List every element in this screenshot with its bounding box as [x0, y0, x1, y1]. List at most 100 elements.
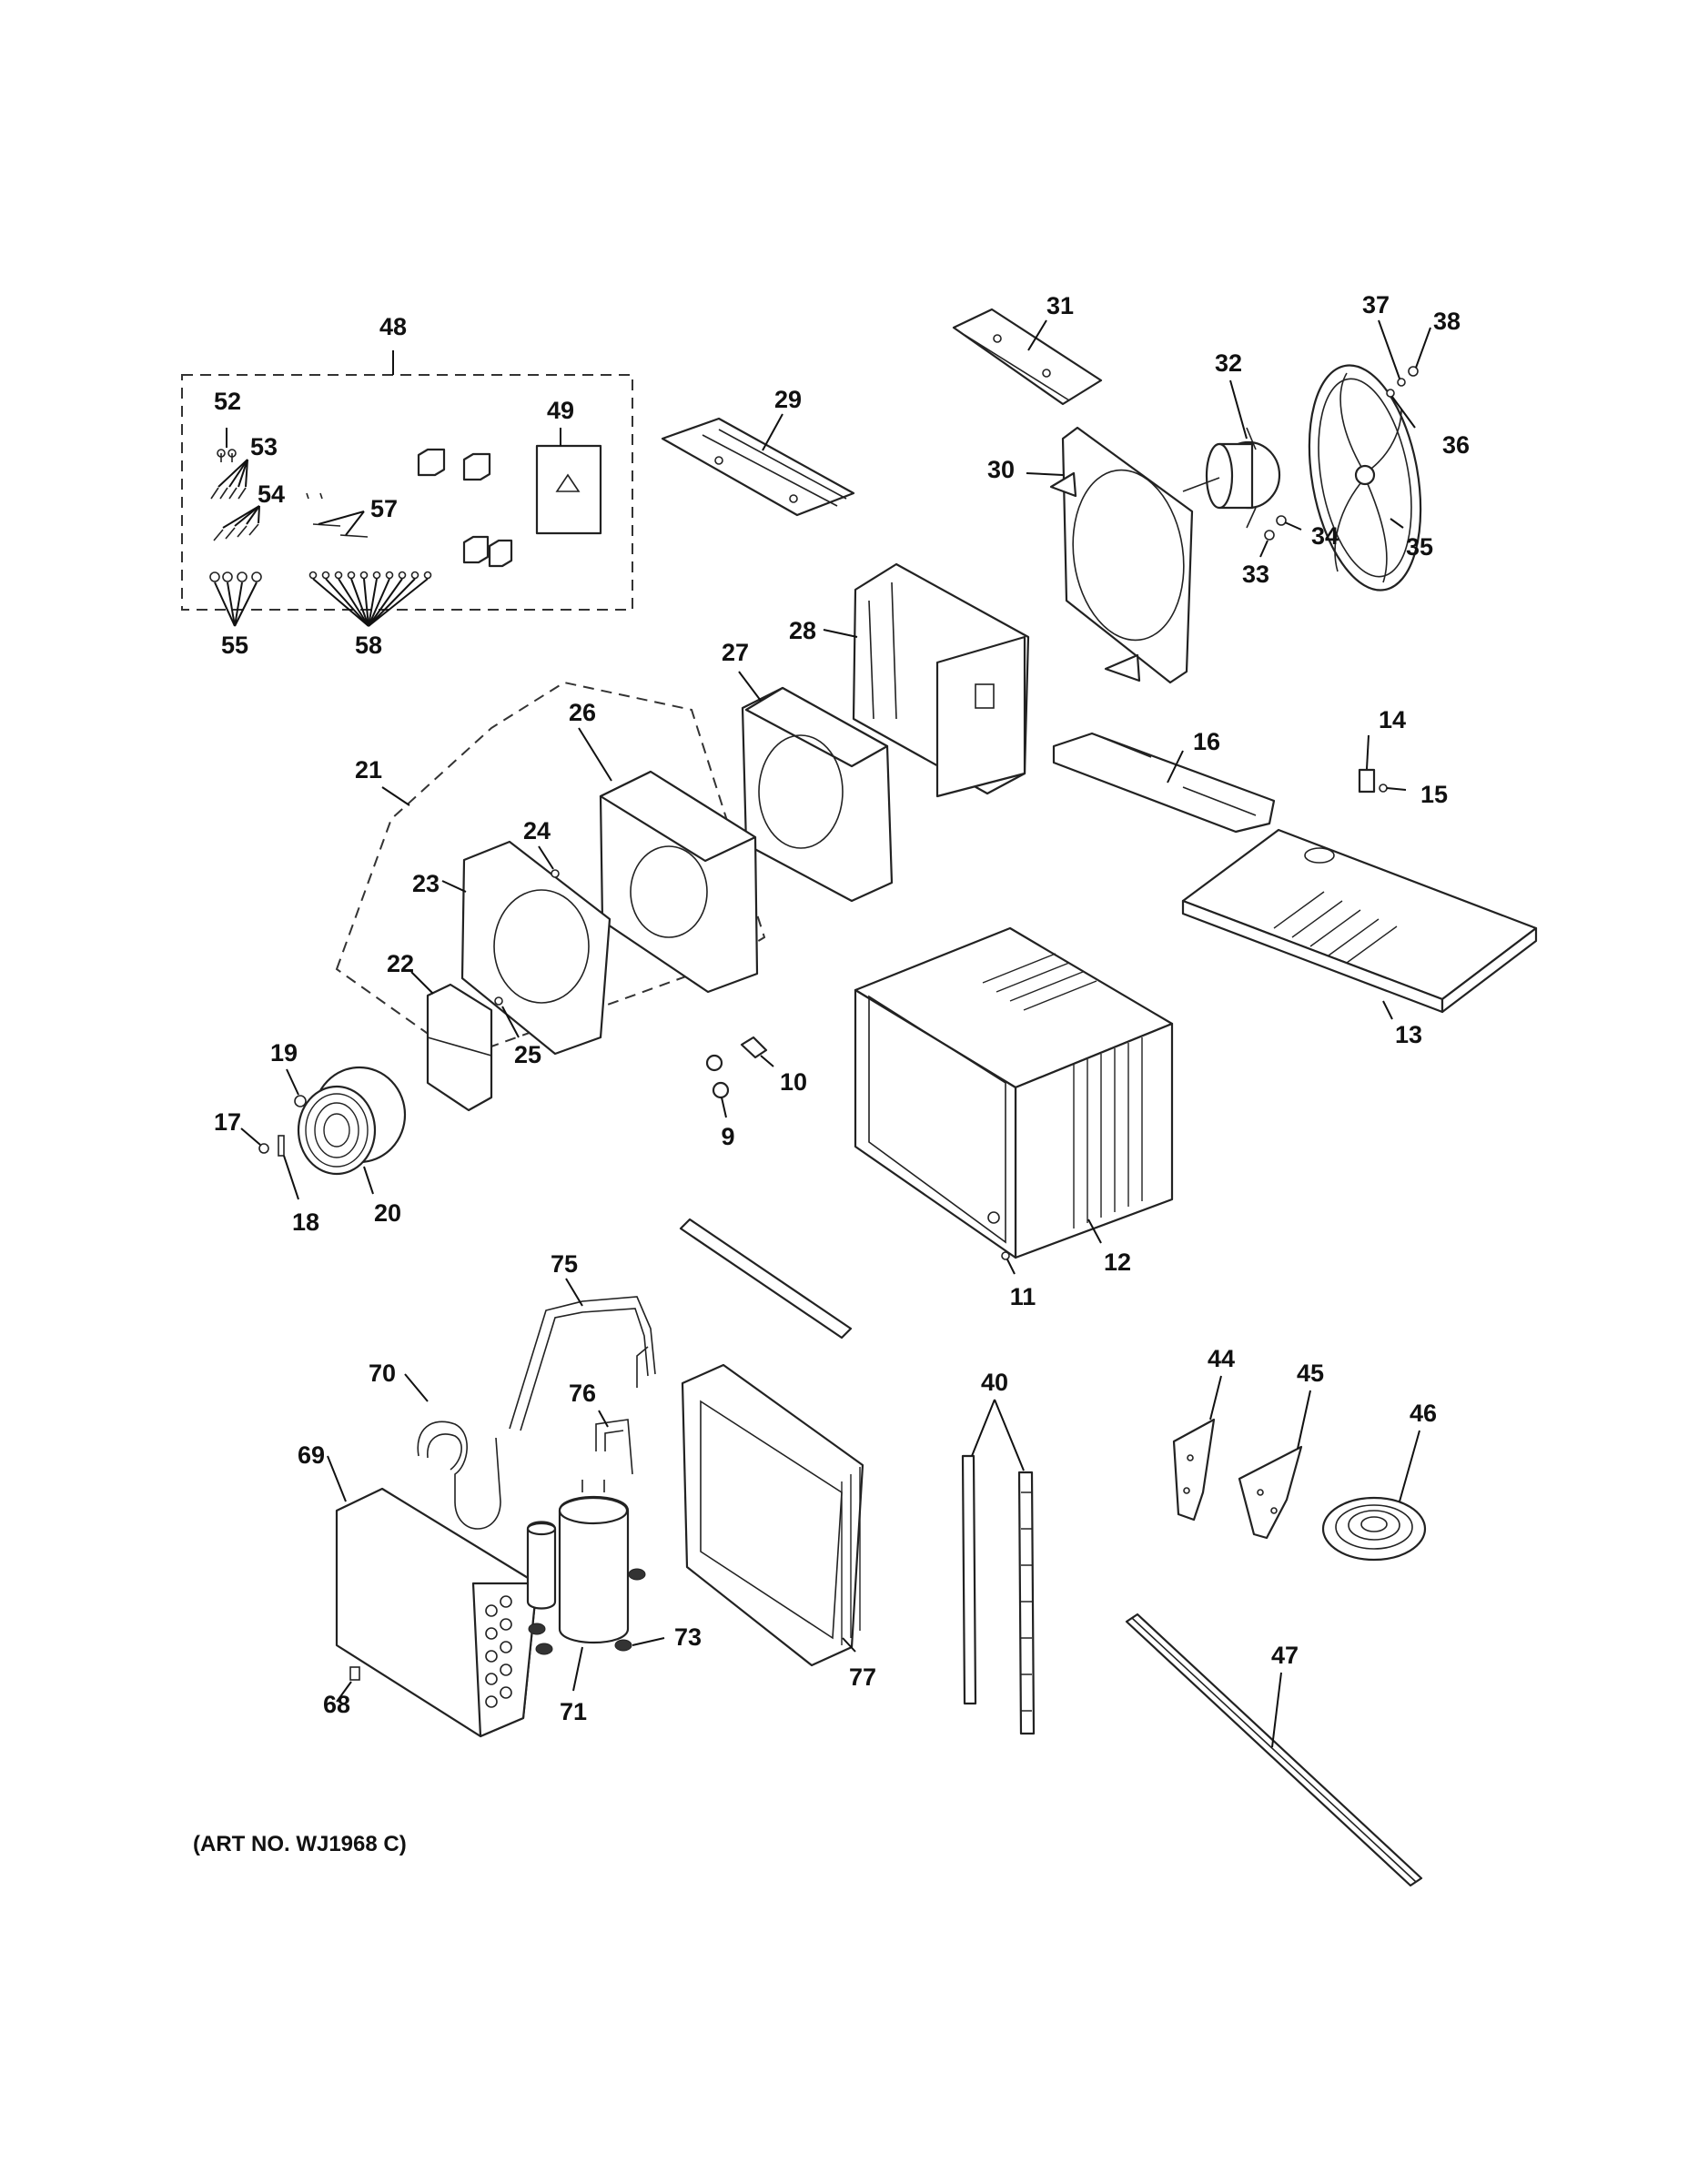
callout-18: 18 [292, 1208, 319, 1236]
callout-25: 25 [514, 1041, 541, 1068]
part-18-clamp[interactable] [278, 1135, 299, 1200]
callout-28: 28 [789, 617, 816, 644]
assembly-21-dashed-outline [335, 681, 766, 1047]
callout-9: 9 [721, 1123, 734, 1150]
callout-20: 20 [374, 1199, 401, 1227]
part-16-drain-channel[interactable] [1052, 732, 1276, 834]
callout-40: 40 [981, 1369, 1008, 1396]
callout-27: 27 [722, 639, 749, 666]
part-31-shroud-cover[interactable] [952, 308, 1103, 406]
callout-16: 16 [1193, 728, 1220, 755]
screws-53 [210, 459, 248, 500]
callout-37: 37 [1362, 291, 1390, 318]
part-19-nut[interactable] [286, 1068, 307, 1107]
screws-58 [308, 571, 432, 627]
part-12-cabinet[interactable] [854, 926, 1174, 1259]
part-35-condenser-fan-blade[interactable] [1293, 357, 1437, 599]
part-9-knob[interactable] [705, 1054, 730, 1118]
part-20-blower-wheel[interactable] [297, 1066, 407, 1195]
part-28-control-panel[interactable] [823, 562, 1030, 798]
part-15-screw[interactable] [1379, 784, 1407, 793]
part-49-manual[interactable] [535, 428, 602, 535]
part-36-clip[interactable] [1386, 389, 1416, 429]
evap-tubes [841, 1467, 861, 1645]
callout-23: 23 [412, 870, 440, 897]
callout-45: 45 [1297, 1360, 1324, 1387]
callout-10: 10 [780, 1068, 807, 1096]
callout-36: 36 [1442, 431, 1470, 459]
kit-48-dashed-box [181, 374, 633, 611]
callout-49: 49 [547, 397, 574, 424]
part-68-clip[interactable] [336, 1666, 360, 1703]
part-40-side-seals[interactable] [961, 1399, 1036, 1735]
part-48-hardware-kit[interactable] [181, 350, 633, 627]
part-29-top-panel[interactable] [661, 413, 855, 517]
callout-13: 13 [1395, 1021, 1422, 1048]
part-69-condenser-coil[interactable] [327, 1455, 539, 1738]
callout-68: 68 [323, 1691, 350, 1718]
callout-77: 77 [849, 1663, 876, 1691]
part-17-nut[interactable] [240, 1127, 269, 1154]
coil-tubes [485, 1595, 512, 1708]
part-13-base-pan[interactable] [1181, 828, 1538, 1020]
callout-46: 46 [1410, 1400, 1437, 1427]
part-24-screw[interactable] [538, 845, 560, 878]
callout-34: 34 [1311, 522, 1339, 550]
callout-58: 58 [355, 632, 382, 659]
part-11-screw[interactable] [1001, 1251, 1016, 1275]
part-70-suction-tube[interactable] [404, 1373, 501, 1530]
callout-69: 69 [298, 1441, 325, 1469]
callout-48: 48 [379, 313, 407, 340]
part-27-blower-housing[interactable] [738, 671, 894, 903]
screws-55 [209, 571, 262, 627]
callout-29: 29 [774, 386, 802, 413]
part-77-evaporator-coil[interactable] [679, 1218, 864, 1667]
callout-labels: 48 49 52 53 54 55 57 58 29 31 30 32 33 3… [214, 291, 1470, 1725]
screws-52 [217, 428, 237, 462]
part-47-seal-strip[interactable] [1125, 1613, 1423, 1887]
callout-70: 70 [369, 1360, 396, 1387]
part-10-label[interactable] [740, 1036, 774, 1067]
callout-12: 12 [1104, 1249, 1131, 1276]
callout-47: 47 [1271, 1642, 1299, 1669]
callout-33: 33 [1242, 561, 1269, 588]
part-30-condenser-shroud[interactable] [1026, 426, 1194, 684]
part-34-washer[interactable] [1276, 515, 1302, 531]
part-75-discharge-tube[interactable] [509, 1278, 656, 1431]
art-number: (ART NO. WJ1968 C) [193, 1832, 407, 1856]
callout-44: 44 [1208, 1345, 1235, 1372]
callout-15: 15 [1420, 781, 1448, 808]
callout-31: 31 [1046, 292, 1074, 319]
callout-35: 35 [1406, 533, 1433, 561]
callout-53: 53 [250, 433, 278, 460]
part-33-nut[interactable] [1259, 530, 1275, 558]
mounting-brackets [417, 448, 513, 568]
part-38-nut[interactable] [1408, 327, 1431, 377]
callout-76: 76 [569, 1380, 596, 1407]
callout-19: 19 [270, 1039, 298, 1067]
callout-57: 57 [370, 495, 398, 522]
part-46-seal-tape-roll[interactable] [1321, 1430, 1427, 1562]
callout-17: 17 [214, 1108, 241, 1136]
part-37-washer[interactable] [1378, 319, 1406, 387]
callout-21: 21 [355, 756, 382, 784]
callout-75: 75 [551, 1250, 578, 1278]
part-14-switch[interactable] [1358, 734, 1376, 794]
part-22-bracket[interactable] [410, 971, 493, 1112]
part-32-fan-motor[interactable] [1182, 379, 1281, 529]
part-45-side-bracket[interactable] [1238, 1390, 1311, 1540]
callout-52: 52 [214, 388, 241, 415]
part-21-orifice-assembly[interactable] [335, 681, 766, 1047]
screws-54 [213, 505, 260, 541]
part-76-capillary-tube[interactable] [595, 1410, 633, 1475]
callout-14: 14 [1379, 706, 1406, 733]
part-73-grommet[interactable] [528, 1568, 665, 1655]
pins-57 [306, 492, 369, 538]
part-44-side-bracket[interactable] [1172, 1375, 1222, 1522]
callout-54: 54 [258, 480, 285, 508]
callout-73: 73 [674, 1623, 702, 1651]
part-71-compressor[interactable] [526, 1480, 630, 1692]
part-25-screw[interactable] [494, 996, 520, 1038]
callout-30: 30 [987, 456, 1015, 483]
